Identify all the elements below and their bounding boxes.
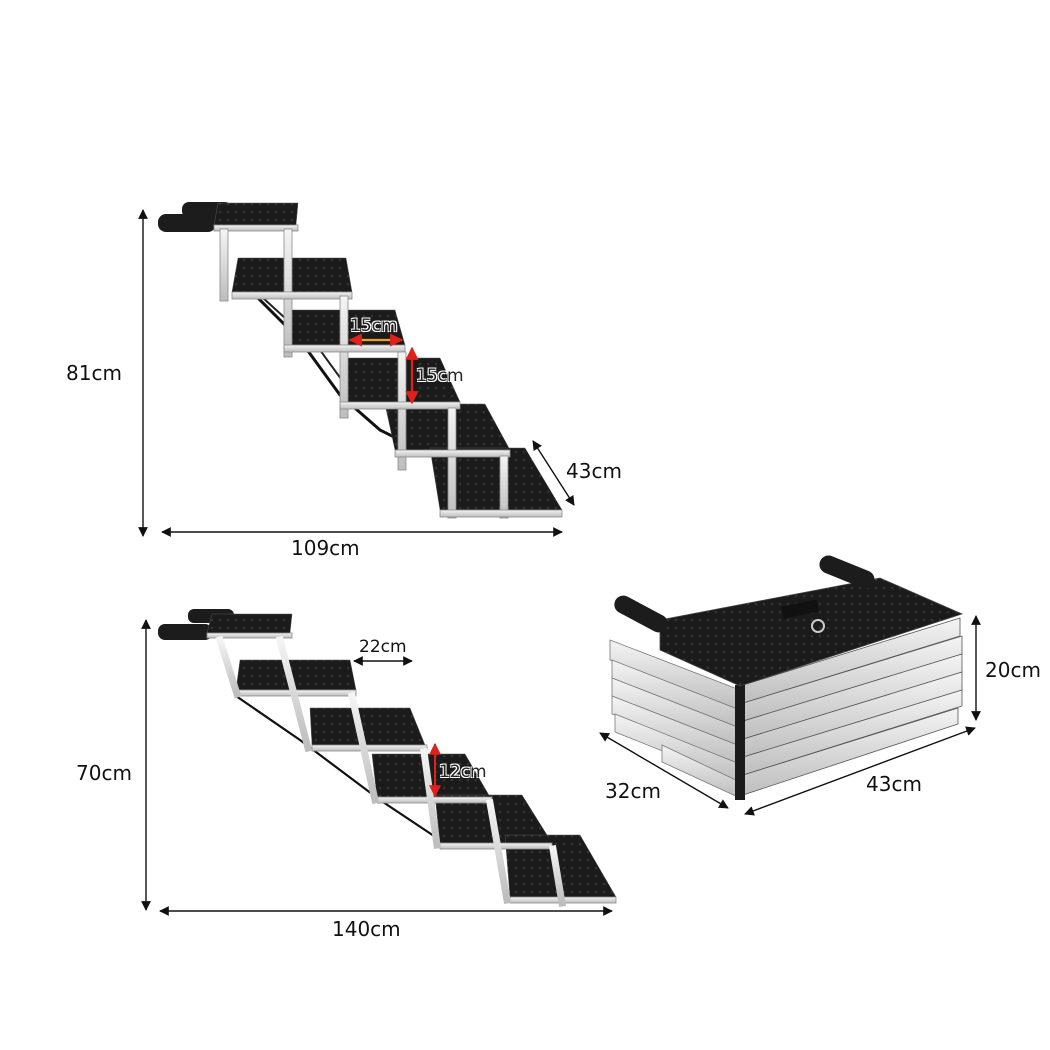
extended-height-label: 70cm — [76, 761, 132, 785]
stairs-folded-view — [599, 555, 981, 816]
stairs-tall-view — [138, 202, 575, 537]
folded-depth-line — [599, 732, 729, 809]
extended-length-label: 140cm — [332, 917, 401, 941]
extended-step-rise-label: 12cm — [439, 762, 487, 782]
folded-width-label: 43cm — [866, 772, 922, 796]
tall-step-rise-label: 15cm — [416, 366, 464, 386]
tall-step-depth-label: 15cm — [350, 316, 398, 336]
extended-step-depth-label: 22cm — [359, 637, 407, 657]
folded-width-line — [744, 726, 976, 816]
tall-width-label: 43cm — [566, 459, 622, 483]
width-dimension-line — [532, 440, 575, 506]
folded-height-label: 20cm — [985, 658, 1041, 682]
tall-height-label: 81cm — [66, 361, 122, 385]
tall-length-label: 109cm — [291, 536, 360, 560]
folded-depth-label: 32cm — [605, 779, 661, 803]
stairs-extended-view — [141, 609, 617, 916]
